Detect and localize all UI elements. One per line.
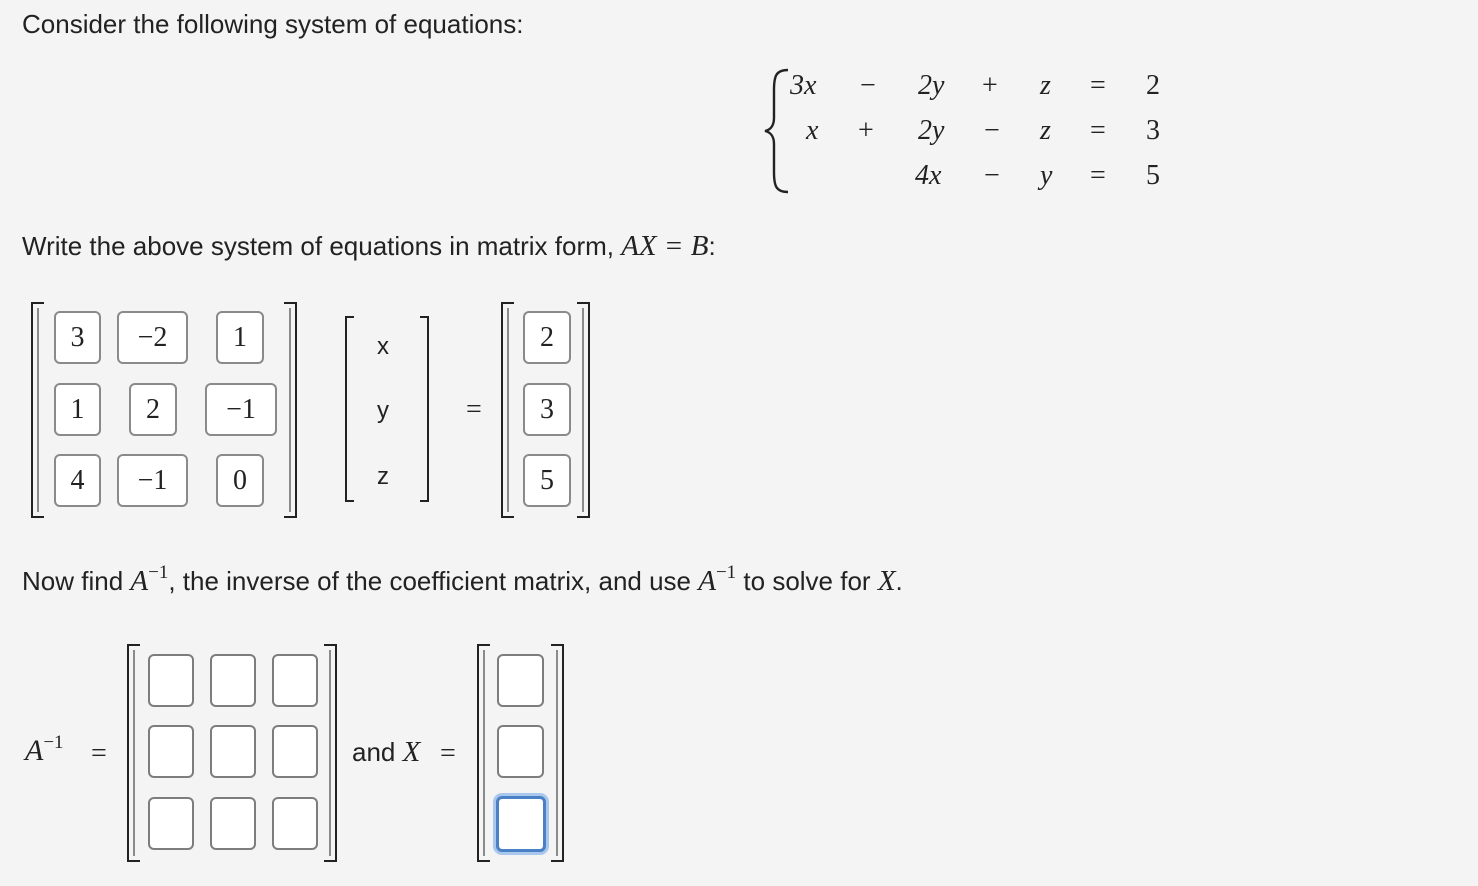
matrix-a-cell-r2c1[interactable]: 1 (54, 383, 101, 436)
ainv-label: A−1 (25, 732, 64, 768)
and-text: and (352, 737, 403, 767)
eq-r1-eq: = (1090, 70, 1106, 101)
inverse-prompt-x: X (877, 565, 896, 597)
vector-x-entry-z: z (377, 463, 389, 490)
x-equals-sign: = (440, 738, 456, 769)
inverse-prompt-part3: to solve for (736, 566, 878, 596)
eq-r2-eq: = (1090, 115, 1106, 146)
x-answer-left-bracket-icon (477, 644, 490, 862)
matrix-equals-sign: = (466, 394, 482, 425)
eq-r3-eq: = (1090, 160, 1106, 191)
eq-r2-term2: 2y (918, 115, 945, 146)
matrix-form-suffix: : (708, 231, 716, 261)
x-label: X (402, 736, 421, 768)
inverse-prompt-a1: A (130, 565, 149, 597)
eq-r1-op2: + (982, 70, 998, 101)
inverse-cell-r2c3[interactable] (272, 725, 318, 778)
inverse-left-bracket-icon (127, 644, 140, 862)
vector-x-right-bracket-icon (420, 316, 429, 502)
eq-r1-op1: − (860, 70, 876, 101)
eq-r2-op2: − (984, 115, 1000, 146)
matrix-form-text: Write the above system of equations in m… (22, 231, 622, 261)
ainv-equals-sign: = (91, 738, 107, 769)
vector-x-entry-y: y (377, 397, 389, 424)
eq-r1-term1: 3x (790, 70, 817, 101)
inverse-right-bracket-icon (324, 644, 337, 862)
vector-b-cell-2[interactable]: 3 (523, 383, 571, 436)
vector-b-right-bracket-icon (577, 302, 590, 518)
x-answer-cell-1[interactable] (497, 654, 544, 707)
eq-r2-op1: + (858, 115, 874, 146)
inverse-cell-r1c3[interactable] (272, 654, 318, 707)
eq-r1-term2: 2y (918, 70, 945, 101)
matrix-a-cell-r2c2[interactable]: 2 (129, 383, 177, 436)
matrix-a-cell-r1c3[interactable]: 1 (216, 311, 264, 364)
ainv-label-sup: −1 (43, 732, 64, 753)
inverse-cell-r3c1[interactable] (148, 797, 194, 850)
inverse-prompt-part2: , the inverse of the coefficient matrix,… (168, 566, 699, 596)
matrix-a-cell-r1c2[interactable]: −2 (117, 311, 188, 364)
inverse-prompt-sup1: −1 (148, 562, 169, 583)
inverse-prompt-end: . (895, 566, 903, 596)
matrix-a-cell-r3c1[interactable]: 4 (54, 454, 101, 507)
matrix-a-cell-r2c3[interactable]: −1 (205, 383, 277, 436)
inverse-cell-r1c2[interactable] (210, 654, 256, 707)
left-brace-icon (764, 68, 789, 194)
inverse-cell-r3c3[interactable] (272, 797, 318, 850)
eq-r3-op2: − (984, 160, 1000, 191)
vector-x-entry-x: x (377, 333, 389, 360)
eq-r3-rhs: 5 (1146, 160, 1160, 191)
matrix-form-prompt: Write the above system of equations in m… (22, 230, 716, 262)
inverse-prompt-a2: A (698, 565, 716, 597)
matrix-a-right-bracket-icon (284, 302, 297, 518)
ainv-label-a: A (25, 734, 44, 767)
eq-r2-rhs: 3 (1146, 115, 1160, 146)
inverse-cell-r3c2[interactable] (210, 797, 256, 850)
matrix-a-cell-r3c2[interactable]: −1 (117, 454, 188, 507)
x-answer-cell-3[interactable] (496, 796, 546, 852)
vector-b-cell-3[interactable]: 5 (523, 454, 571, 507)
matrix-form-math: AX = B (621, 230, 709, 262)
matrix-a-cell-r1c1[interactable]: 3 (54, 311, 101, 364)
eq-r1-term3: z (1040, 70, 1051, 101)
inverse-prompt: Now find A−1, the inverse of the coeffic… (22, 562, 903, 601)
inverse-cell-r2c1[interactable] (148, 725, 194, 778)
x-answer-right-bracket-icon (551, 644, 564, 862)
matrix-a-cell-r3c3[interactable]: 0 (216, 454, 264, 507)
eq-r3-term2: 4x (915, 160, 942, 191)
intro-text: Consider the following system of equatio… (22, 9, 524, 39)
and-x-label: and X (352, 736, 420, 768)
inverse-cell-r2c2[interactable] (210, 725, 256, 778)
eq-r1-rhs: 2 (1146, 70, 1160, 101)
eq-r3-term3: y (1040, 160, 1053, 191)
x-answer-cell-2[interactable] (497, 725, 544, 778)
inverse-prompt-sup2: −1 (715, 562, 737, 583)
inverse-cell-r1c1[interactable] (148, 654, 194, 707)
eq-r2-term3: z (1040, 115, 1051, 146)
vector-x-left-bracket-icon (345, 316, 354, 502)
matrix-a-left-bracket-icon (31, 302, 44, 518)
eq-r2-term1: x (806, 115, 819, 146)
vector-b-left-bracket-icon (501, 302, 514, 518)
vector-b-cell-1[interactable]: 2 (523, 311, 571, 364)
inverse-prompt-part1: Now find (22, 566, 131, 596)
